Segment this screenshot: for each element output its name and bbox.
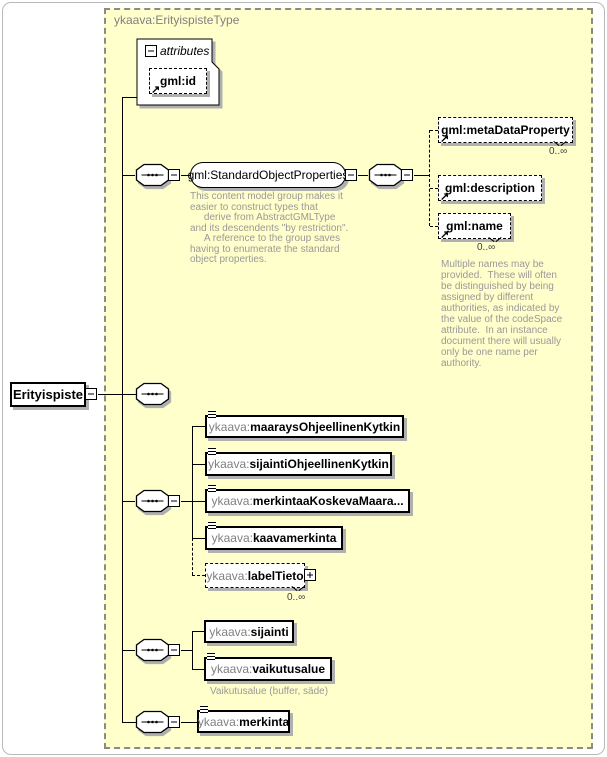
- element-sijaintiohjeellinenkytkin[interactable]: ykaava:sijaintiOhjeellinenKytkin: [205, 448, 392, 476]
- element-icon: [208, 485, 216, 492]
- connector: [358, 175, 368, 176]
- connector: [181, 175, 190, 176]
- reference-arrow-icon: ↗: [440, 133, 450, 145]
- annotation-text: This content model group makes it easier…: [190, 191, 349, 265]
- annotation-text: Vaikutusalue (buffer, säde): [210, 686, 329, 697]
- collapse-button[interactable]: [345, 169, 357, 181]
- connector: [430, 188, 438, 189]
- connector: [98, 394, 136, 395]
- element-label: gml:name: [446, 219, 503, 233]
- root-collapse-button[interactable]: [85, 388, 97, 400]
- element-merkintaakoskevamaarays[interactable]: ykaava:merkintaaKoskevaMaara...: [205, 485, 410, 513]
- attributes-collapse-button[interactable]: [145, 45, 157, 57]
- element-prefix: ykaava:: [208, 457, 250, 471]
- element-vaikutusalue[interactable]: ykaava:vaikutusalue: [204, 653, 332, 681]
- element-gml-metadataproperty[interactable]: gml:metaDataProperty ↗: [438, 117, 573, 145]
- occurrence-label: 0..∞: [549, 146, 568, 157]
- sequence-compositor[interactable]: [135, 382, 170, 406]
- element-prefix: ykaava:: [209, 624, 251, 639]
- element-merkinta[interactable]: ykaava:merkinta: [197, 706, 290, 733]
- element-prefix: ykaava:: [211, 494, 253, 508]
- collapse-button[interactable]: [168, 716, 180, 728]
- element-prefix: ykaava:: [197, 714, 240, 729]
- element-prefix: ykaava:: [206, 568, 248, 583]
- recurrence-notch-icon: [293, 585, 303, 591]
- element-sijainti[interactable]: ykaava:sijainti: [204, 620, 294, 643]
- connector: [122, 650, 135, 651]
- expand-button[interactable]: [304, 569, 316, 581]
- element-name: merkintaaKoskevaMaara...: [252, 494, 404, 508]
- connector: [181, 501, 192, 502]
- connector: [192, 538, 205, 539]
- connector: [122, 501, 135, 502]
- collapse-button[interactable]: [401, 169, 413, 181]
- element-name: kaavamerkinta: [252, 531, 337, 545]
- occurrence-label: 0..∞: [477, 242, 496, 253]
- element-name: labelTieto: [247, 568, 304, 583]
- connector: [192, 631, 204, 632]
- connector: [192, 426, 205, 427]
- element-label: gml:metaDataProperty: [441, 123, 570, 137]
- connector: [122, 97, 123, 723]
- connector: [430, 226, 438, 227]
- sequence-compositor[interactable]: [368, 163, 403, 187]
- element-prefix: ykaava:: [210, 662, 253, 676]
- attribute-label: gml:id: [160, 74, 196, 88]
- element-prefix: ykaava:: [208, 419, 251, 434]
- connector: [122, 722, 138, 723]
- group-standard-object-properties[interactable]: gml:StandardObjectProperties: [187, 162, 349, 188]
- element-gml-name[interactable]: gml:name ↗: [438, 213, 511, 241]
- element-name: vaikutusalue: [252, 662, 326, 676]
- reference-arrow-icon: ↗: [440, 191, 450, 203]
- element-maaraysohjeellinenkytkin[interactable]: ykaava:maaraysOhjeellinenKytkin: [205, 411, 404, 438]
- occurrence-label: 0..∞: [287, 592, 306, 603]
- element-name: sijainti: [250, 624, 289, 639]
- attributes-label: attributes: [160, 44, 210, 58]
- connector: [192, 631, 193, 669]
- connector: [181, 650, 192, 651]
- sequence-compositor[interactable]: [135, 163, 170, 187]
- element-name: sijaintiOhjeellinenKytkin: [249, 457, 389, 471]
- element-icon: [208, 448, 216, 455]
- sequence-compositor[interactable]: [135, 710, 170, 734]
- root-element-box[interactable]: Erityispiste: [10, 382, 86, 407]
- element-icon: [200, 706, 208, 713]
- element-prefix: ykaava:: [211, 531, 253, 545]
- connector: [192, 464, 205, 465]
- element-gml-description[interactable]: gml:description ↗: [438, 175, 542, 203]
- connector: [122, 175, 135, 176]
- connector: [192, 501, 205, 502]
- connector: [192, 575, 205, 576]
- connector: [192, 669, 204, 670]
- collapse-button[interactable]: [168, 495, 180, 507]
- element-name: merkinta: [239, 714, 290, 729]
- connector: [192, 426, 193, 538]
- element-icon: [208, 411, 216, 418]
- root-element-label: Erityispiste: [12, 387, 84, 402]
- element-label: gml:description: [444, 181, 535, 195]
- reference-arrow-icon: ↗: [151, 84, 161, 96]
- collapse-button[interactable]: [168, 169, 180, 181]
- connector: [429, 130, 430, 226]
- group-label: gml:StandardObjectProperties: [187, 168, 349, 182]
- collapse-button[interactable]: [168, 644, 180, 656]
- element-icon: [207, 653, 215, 660]
- connector: [192, 538, 193, 575]
- type-title: ykaava:ErityispisteType: [114, 13, 240, 27]
- connector: [430, 130, 438, 131]
- connector: [414, 175, 429, 176]
- element-name: maaraysOhjeellinenKytkin: [250, 419, 401, 434]
- reference-arrow-icon: ↗: [440, 229, 450, 241]
- attribute-gml-id[interactable]: gml:id ↗: [149, 68, 207, 96]
- connector: [122, 97, 137, 98]
- element-labeltieto[interactable]: ykaava:labelTieto: [205, 563, 305, 588]
- annotation-text: Multiple names may be provided. These wi…: [441, 259, 563, 369]
- connector: [181, 722, 197, 723]
- sequence-compositor[interactable]: [135, 638, 170, 662]
- element-icon: [208, 522, 216, 529]
- sequence-compositor[interactable]: [135, 489, 170, 513]
- element-kaavamerkinta[interactable]: ykaava:kaavamerkinta: [205, 522, 343, 550]
